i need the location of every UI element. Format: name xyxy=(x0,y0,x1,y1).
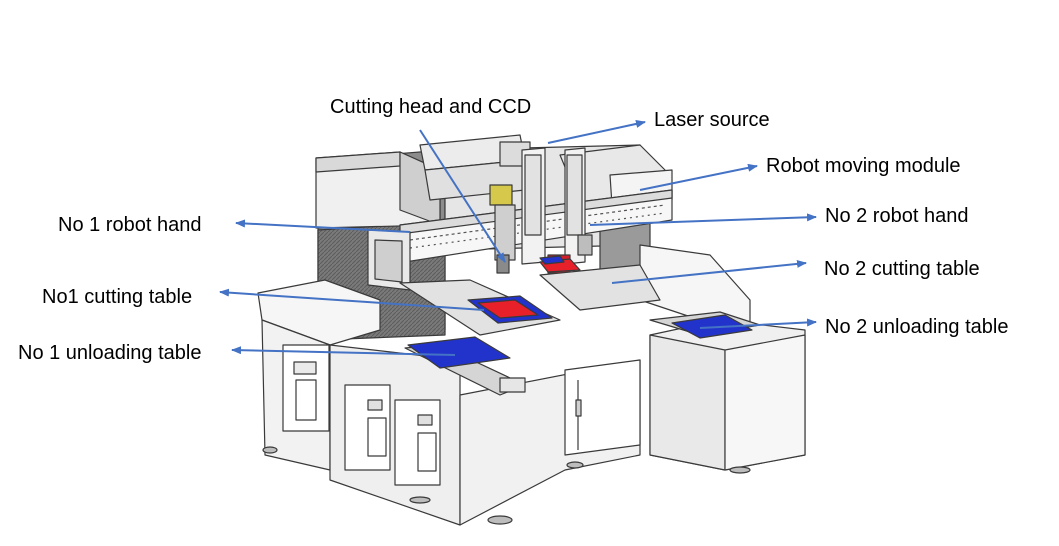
arrow-no1-cutting-table xyxy=(219,288,485,311)
arrow-cutting-head-ccd xyxy=(419,129,506,263)
label-no1-cutting-table: No1 cutting table xyxy=(42,286,192,308)
label-laser-source: Laser source xyxy=(654,109,770,131)
callout-arrows xyxy=(219,119,817,356)
left-robot-hand-frame xyxy=(367,229,411,291)
arrow-no1-robot-hand xyxy=(235,219,411,233)
label-no2-unloading-table: No 2 unloading table xyxy=(825,316,1008,338)
label-no1-robot-hand: No 1 robot hand xyxy=(58,214,201,236)
arrow-robot-moving-module xyxy=(639,163,758,191)
laser-source-box xyxy=(419,134,531,201)
label-no2-robot-hand: No 2 robot hand xyxy=(825,205,968,227)
callout-labels: Cutting head and CCD Laser source Robot … xyxy=(18,96,1008,364)
base-right xyxy=(639,244,806,471)
label-cutting-head-ccd: Cutting head and CCD xyxy=(330,96,531,118)
left-robot-housing xyxy=(315,151,441,229)
arrow-no2-robot-hand xyxy=(589,213,817,226)
no1-unloading-table-graphic xyxy=(407,336,511,369)
arrow-no2-cutting-table xyxy=(611,259,807,284)
arrow-no2-unloading-table xyxy=(699,318,817,329)
machine-feet xyxy=(262,446,751,525)
no2-cutting-table-graphic xyxy=(539,255,581,273)
label-no1-unloading-table: No 1 unloading table xyxy=(18,342,201,364)
arrow-laser-source xyxy=(547,119,646,144)
arrow-no1-unloading-table xyxy=(231,346,456,356)
no1-cutting-table-graphic xyxy=(467,295,553,324)
machine-illustration xyxy=(257,134,806,526)
label-robot-moving-module: Robot moving module xyxy=(766,155,961,177)
base-center xyxy=(459,359,641,526)
label-no2-cutting-table: No 2 cutting table xyxy=(824,258,980,280)
